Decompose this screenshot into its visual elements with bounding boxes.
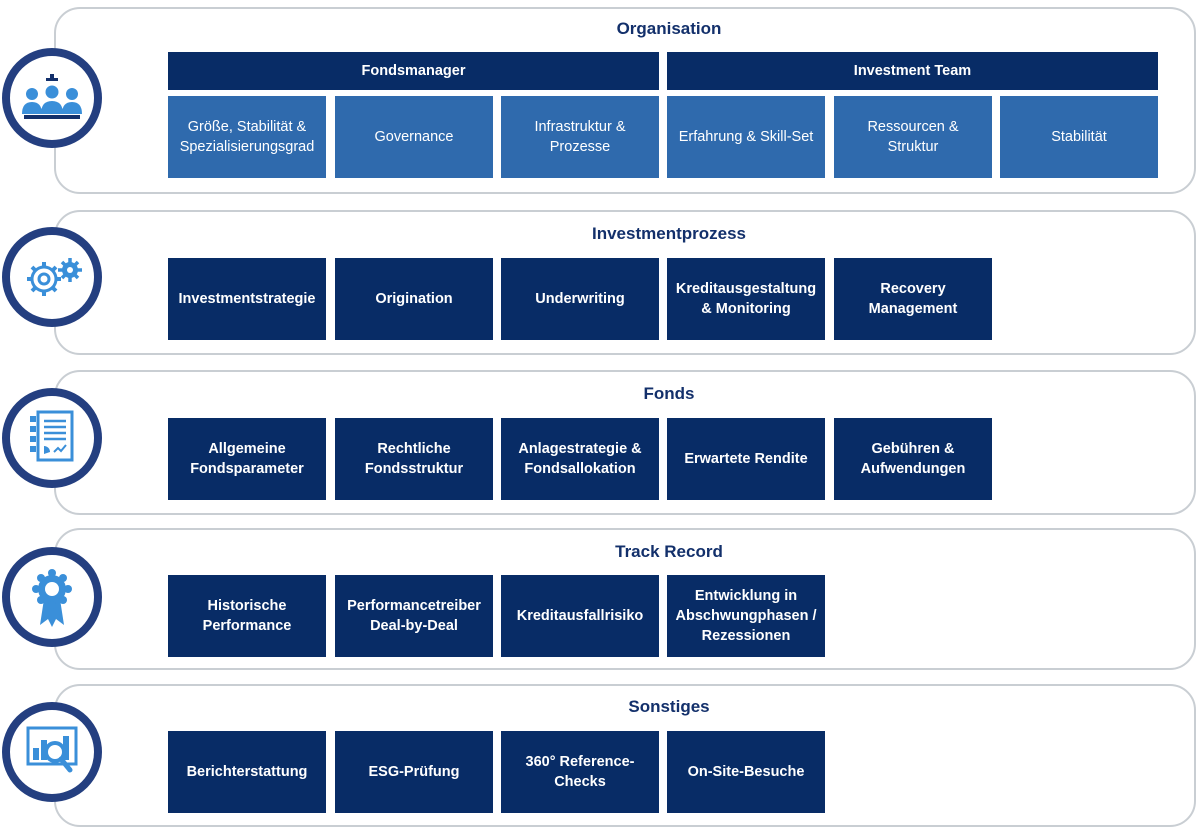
award-badge-icon [32, 569, 72, 627]
track-record-title: Track Record [615, 542, 723, 561]
sonstiges-icon-ring [2, 702, 102, 802]
analytics-magnifier-icon [26, 726, 78, 773]
item-kreditausgestaltung-monitoring: Kreditausgestaltung & Monitoring [667, 258, 825, 340]
item-gebuehren-aufwendungen: Gebühren & Aufwendungen [834, 418, 992, 500]
team-icon [22, 74, 82, 119]
item-kreditausfallrisiko: Kreditausfallrisiko [501, 575, 659, 657]
item-on-site-besuche: On-Site-Besuche [667, 731, 825, 813]
item-stabilitaet: Stabilität [1000, 96, 1158, 178]
item-governance: Governance [335, 96, 493, 178]
fonds-icon-ring [2, 388, 102, 488]
item-underwriting: Underwriting [501, 258, 659, 340]
item-recovery-management: Recovery Management [834, 258, 992, 340]
item-origination: Origination [335, 258, 493, 340]
item-erfahrung-skill-set: Erfahrung & Skill-Set [667, 96, 825, 178]
item-anlagestrategie-fondsallokation: Anlagestrategie & Fondsallokation [501, 418, 659, 500]
investmentprozess-title: Investmentprozess [592, 224, 746, 243]
item-reference-checks: 360° Reference- Checks [501, 731, 659, 813]
item-entwicklung-abschwungphasen: Entwicklung in Abschwungphasen / Rezessi… [667, 575, 825, 657]
item-investmentstrategie: Investmentstrategie [168, 258, 326, 340]
document-chart-icon [30, 410, 74, 462]
item-berichterstattung: Berichterstattung [168, 731, 326, 813]
sonstiges-title: Sonstiges [628, 697, 710, 716]
organisation-title: Organisation [616, 19, 722, 38]
item-esg-pruefung: ESG-Prüfung [335, 731, 493, 813]
item-erwartete-rendite: Erwartete Rendite [667, 418, 825, 500]
fonds-title: Fonds [643, 384, 695, 403]
item-allgemeine-fondsparameter: Allgemeine Fondsparameter [168, 418, 326, 500]
item-rechtliche-fondsstruktur: Rechtliche Fondsstruktur [335, 418, 493, 500]
organisation-icon-ring [2, 48, 102, 148]
group-header-investment-team: Investment Team [667, 52, 1158, 90]
item-groesse-stabilitaet: Größe, Stabilität & Spezialisierungsgrad [168, 96, 326, 178]
item-historische-performance: Historische Performance [168, 575, 326, 657]
investmentprozess-icon-ring [2, 227, 102, 327]
group-header-fondsmanager: Fondsmanager [168, 52, 659, 90]
track-record-icon-ring [2, 547, 102, 647]
gears-icon [27, 258, 82, 296]
item-ressourcen-struktur: Ressourcen & Struktur [834, 96, 992, 178]
item-performancetreiber: Performancetreiber Deal-by-Deal [335, 575, 493, 657]
item-infrastruktur-prozesse: Infrastruktur & Prozesse [501, 96, 659, 178]
